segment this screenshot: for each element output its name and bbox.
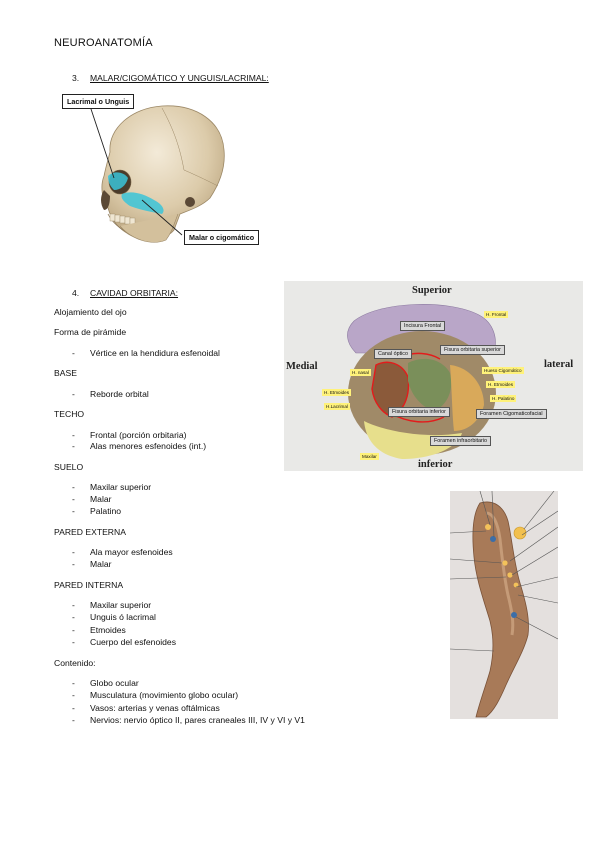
heading-pared-externa: PARED EXTERNA xyxy=(54,527,126,537)
section-3-heading: 3. MALAR/CIGOMÁTICO Y UNGUIS/LACRIMAL: xyxy=(72,73,269,83)
orbit-label-canal: Canal óptico xyxy=(374,349,412,359)
section-4-number: 4. xyxy=(72,288,80,298)
orbit-label-superior: Superior xyxy=(412,285,452,296)
text-alojamiento: Alojamiento del ojo xyxy=(54,307,127,317)
list-item: -Nervios: nervio óptico II, pares cranea… xyxy=(72,715,305,725)
list-item: -Maxilar superior xyxy=(72,600,152,610)
list-item: -Vértice en la hendidura esfenoidal xyxy=(72,348,220,358)
orbit-label-h-etmoides-left: H. Etmoides xyxy=(322,389,352,396)
list-item: -Globo ocular xyxy=(72,678,139,688)
cross-section-figure xyxy=(449,490,559,719)
orbit-label-maxilar: Maxilar xyxy=(360,453,379,460)
list-item: -Etmoides xyxy=(72,625,126,635)
orbit-label-foramen-cig: Foramen Cigomaticofacial xyxy=(476,409,547,419)
orbit-label-h-etmoides-right: H. Etmoides xyxy=(486,381,516,388)
list-item: -Malar xyxy=(72,494,112,504)
orbit-label-incisura: Incisura Frontal xyxy=(400,321,446,331)
orbit-label-fisura-inf: Fisura orbitaria inferior xyxy=(388,407,450,417)
orbit-label-h-frontal: H. Frontal xyxy=(484,311,509,318)
section-4-label: CAVIDAD ORBITARIA: xyxy=(90,288,179,298)
list-item: -Vasos: arterias y venas oftálmicas xyxy=(72,703,220,713)
heading-suelo: SUELO xyxy=(54,462,84,472)
orbit-label-inferior: inferior xyxy=(418,459,453,470)
list-item: -Ala mayor esfenoides xyxy=(72,547,173,557)
section-3-number: 3. xyxy=(72,73,80,83)
list-item: -Cuerpo del esfenoides xyxy=(72,637,176,647)
list-item: -Frontal (porción orbitaria) xyxy=(72,430,187,440)
heading-techo: TECHO xyxy=(54,409,85,419)
orbit-illustration xyxy=(347,304,496,459)
heading-contenido: Contenido: xyxy=(54,658,96,668)
list-item: -Alas menores esfenoides (int.) xyxy=(72,441,207,451)
orbit-label-foramen-inf: Foramen infraorbitario xyxy=(430,436,492,446)
orbit-label-lateral: lateral xyxy=(544,359,574,370)
orbit-label-h-palatino: H. Palatino xyxy=(490,395,517,402)
cross-section-illustration xyxy=(449,490,559,719)
orbit-figure: Superior Medial lateral inferior Incisur… xyxy=(284,281,583,471)
section-3-label: MALAR/CIGOMÁTICO Y UNGUIS/LACRIMAL: xyxy=(90,73,269,83)
label-malar: Malar o cigomático xyxy=(184,230,260,245)
page-title: NEUROANATOMÍA xyxy=(54,37,153,49)
list-item: -Musculatura (movimiento globo ocular) xyxy=(72,690,239,700)
orbit-label-fisura-sup: Fisura orbitaria superior xyxy=(440,345,505,355)
skull-figure: Lacrimal o Unguis Malar o cigomático xyxy=(62,90,274,250)
heading-pared-interna: PARED INTERNA xyxy=(54,580,124,590)
heading-base: BASE xyxy=(54,368,77,378)
list-item: -Unguis ó lacrimal xyxy=(72,612,156,622)
text-forma: Forma de pirámide xyxy=(54,327,127,337)
list-item: -Reborde orbital xyxy=(72,389,149,399)
skull-illustration xyxy=(89,105,225,243)
orbit-label-hueso-cig: Hueso Cigomático xyxy=(482,367,524,374)
section-4-heading: 4. CAVIDAD ORBITARIA: xyxy=(72,288,178,298)
orbit-label-medial: Medial xyxy=(286,361,318,372)
list-item: -Palatino xyxy=(72,506,122,516)
orbit-label-h-nasal: H. nasal xyxy=(350,369,371,376)
label-lacrimal: Lacrimal o Unguis xyxy=(62,94,135,109)
orbit-label-h-lacrimal: H.Lacrimal xyxy=(324,403,350,410)
list-item: -Maxilar superior xyxy=(72,482,152,492)
list-item: -Malar xyxy=(72,559,112,569)
